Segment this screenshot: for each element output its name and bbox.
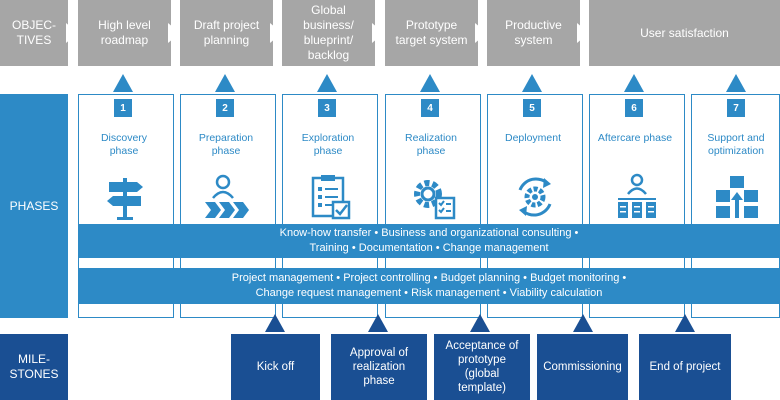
milestone-commissioning: Commissioning	[537, 334, 628, 400]
up-arrow-icon	[317, 74, 337, 92]
phase-name: Aftercare phase	[597, 132, 673, 144]
objective-high-level-roadmap: High level roadmap	[78, 0, 171, 66]
chevron-arrow-icon	[270, 23, 282, 43]
up-arrow-icon	[726, 74, 746, 92]
phase-name: Deployment	[504, 132, 562, 144]
consulting-band: Know-how transfer • Business and organiz…	[78, 224, 780, 258]
milestone-approval-realization: Approval of realization phase	[331, 334, 427, 400]
milestone-end-of-project: End of project	[639, 334, 731, 400]
objective-productive-system: Productive system	[487, 0, 580, 66]
objective-prototype-target-system: Prototype target system	[385, 0, 478, 66]
up-arrow-icon	[624, 74, 644, 92]
objectives-row-label: OBJEC- TIVES	[0, 0, 68, 66]
phase-number-badge: 4	[421, 99, 439, 117]
phase-name: Exploration phase	[301, 132, 355, 157]
phase-name: Realization phase	[405, 132, 457, 157]
up-arrow-icon	[573, 314, 593, 332]
phase-number-badge: 2	[216, 99, 234, 117]
milestones-row-label: MILE- STONES	[0, 334, 68, 400]
band-line: Know-how transfer • Business and organiz…	[279, 227, 579, 239]
chevron-arrow-icon	[66, 23, 78, 43]
boxes-pyramid-icon	[716, 176, 758, 218]
up-arrow-icon	[265, 314, 285, 332]
up-arrow-icon	[470, 314, 490, 332]
phase-number-badge: 7	[727, 99, 745, 117]
band-line: Project management • Project controlling…	[231, 272, 627, 284]
band-line: Training • Documentation • Change manage…	[309, 242, 549, 254]
phase-number-badge: 1	[114, 99, 132, 117]
objective-global-blueprint: Global business/ blueprint/ backlog	[282, 0, 375, 66]
runner-arrows-icon	[205, 174, 249, 218]
chevron-arrow-icon	[475, 23, 487, 43]
gear-checklist-icon	[414, 180, 456, 220]
chevron-arrow-icon	[577, 23, 589, 43]
cycle-gear-icon	[518, 177, 552, 217]
band-line: Change request management • Risk managem…	[255, 287, 603, 299]
checklist-clipboard-icon	[311, 175, 351, 220]
chevron-arrow-icon	[372, 23, 384, 43]
person-servers-icon	[618, 173, 656, 218]
up-arrow-icon	[215, 74, 235, 92]
phase-number-badge: 6	[625, 99, 643, 117]
milestone-acceptance-prototype: Acceptance of prototype (global template…	[434, 334, 530, 400]
management-band: Project management • Project controlling…	[78, 268, 780, 304]
milestone-kick-off: Kick off	[231, 334, 320, 400]
phases-row-label: PHASES	[0, 94, 68, 318]
up-arrow-icon	[113, 74, 133, 92]
up-arrow-icon	[522, 74, 542, 92]
phase-name: Preparation phase	[198, 132, 254, 157]
chevron-arrow-icon	[168, 23, 180, 43]
up-arrow-icon	[675, 314, 695, 332]
phase-name: Support and optimization	[707, 132, 765, 157]
phase-name: Discovery phase	[100, 132, 148, 157]
up-arrow-icon	[368, 314, 388, 332]
signpost-icon	[107, 178, 143, 220]
objective-user-satisfaction: User satisfaction	[589, 0, 780, 66]
up-arrow-icon	[420, 74, 440, 92]
phase-number-badge: 5	[523, 99, 541, 117]
objective-draft-project-planning: Draft project planning	[180, 0, 273, 66]
phase-number-badge: 3	[318, 99, 336, 117]
